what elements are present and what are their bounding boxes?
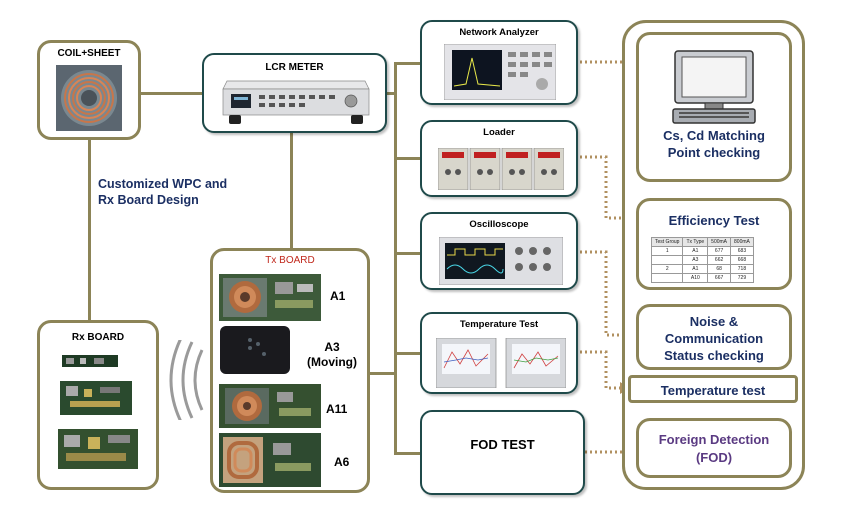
tx-a3-image: [220, 326, 290, 374]
eff-cell: 729: [730, 273, 754, 283]
eff-header-cell: Test Group: [650, 237, 684, 247]
eff-cell: 662: [707, 255, 732, 265]
foreign-detection-label: Foreign Detection (FOD): [639, 431, 789, 467]
cs-cd-line-2: Point checking: [667, 145, 761, 160]
coil-sheet-panel: COIL+SHEET: [37, 40, 141, 140]
eff-cell: 668: [730, 255, 754, 265]
branch-oscilloscope: [394, 252, 420, 255]
table-row: A3 662 668: [650, 255, 754, 265]
lcr-meter-image: [222, 80, 370, 124]
loader-image: [438, 148, 564, 190]
eff-cell: [650, 255, 684, 265]
cs-cd-line-1: Cs, Cd Matching: [663, 128, 765, 143]
rx-board-image-2: [60, 381, 132, 415]
rx-board-image-3: [58, 429, 138, 469]
eff-cell: 667: [707, 273, 732, 283]
rx-board-title: Rx BOARD: [71, 332, 125, 343]
eff-cell: A1: [682, 246, 709, 256]
eff-header-cell: 500mA: [707, 237, 732, 247]
cs-cd-label: Cs, Cd Matching Point checking: [639, 127, 789, 161]
foreign-detection-panel: Foreign Detection (FOD): [636, 418, 792, 478]
connector-lcr-tx: [290, 132, 293, 252]
table-row: A10 667 729: [650, 273, 754, 283]
connector-lcr-bus: [385, 92, 396, 95]
table-row: 1 A1 677 683: [650, 246, 754, 256]
eff-cell: 677: [707, 246, 732, 256]
eff-header-cell: Tx Type: [682, 237, 709, 247]
arrow-oscilloscope-to-noise: [580, 250, 630, 337]
foreign-detection-line-1: Foreign Detection: [658, 432, 770, 447]
wireless-waves-icon: [169, 340, 204, 420]
tx-a3-label: A3 (Moving): [300, 340, 364, 370]
eff-cell: 2: [650, 264, 684, 274]
tx-a1-label: A1: [330, 289, 346, 303]
fod-test-panel: FOD TEST: [420, 410, 585, 495]
tx-a11-label: A11: [326, 402, 348, 416]
connector-tx-bus: [370, 372, 396, 375]
temperature-result-label: Temperature test: [660, 383, 766, 398]
eff-cell: 1: [650, 246, 684, 256]
lcr-meter-panel: LCR METER: [202, 53, 387, 133]
arrow-temperature-to-temp: [580, 350, 620, 390]
eff-header-cell: 800mA: [730, 237, 754, 247]
tx-a3-moving: (Moving): [307, 355, 357, 369]
temperature-test-panel: Temperature Test: [420, 312, 578, 394]
noise-communication-panel: Noise & Communication Status checking: [636, 304, 792, 370]
customized-line-1: Customized WPC and: [98, 177, 228, 191]
tx-a6-image: [219, 433, 321, 487]
oscilloscope-title: Oscilloscope: [469, 219, 529, 230]
tx-a6-label: A6: [334, 455, 350, 469]
temperature-recorder-image: [436, 338, 566, 388]
fod-test-title: FOD TEST: [470, 437, 535, 452]
coil-sheet-title: COIL+SHEET: [57, 48, 121, 59]
tx-a11-image: [219, 384, 321, 428]
eff-cell: A10: [682, 273, 709, 283]
customized-line-2: Rx Board Design: [98, 193, 199, 207]
network-analyzer-panel: Network Analyzer: [420, 20, 578, 105]
eff-cell: 718: [730, 264, 754, 274]
eff-cell: A1: [682, 264, 709, 274]
computer-icon: [672, 50, 756, 124]
instrument-bus-vertical: [394, 62, 397, 454]
efficiency-table: Test Group Tx Type 500mA 800mA 1 A1 677 …: [650, 237, 754, 283]
table-row: 2 A1 68 718: [650, 264, 754, 274]
lcr-meter-title: LCR METER: [265, 62, 324, 73]
tx-a1-image: [219, 274, 321, 321]
oscilloscope-panel: Oscilloscope: [420, 212, 578, 290]
tx-a3-name: A3: [324, 340, 340, 354]
coil-image: [56, 65, 122, 131]
temperature-result-panel: Temperature test: [628, 375, 798, 403]
rx-board-panel: Rx BOARD: [37, 320, 159, 490]
noise-line-1: Noise &: [689, 314, 739, 329]
network-analyzer-title: Network Analyzer: [459, 27, 539, 38]
tx-board-title: Tx BOARD: [265, 255, 315, 266]
eff-cell: A3: [682, 255, 709, 265]
eff-cell: 683: [730, 246, 754, 256]
cs-cd-matching-panel: Cs, Cd Matching Point checking: [636, 32, 792, 182]
eff-cell: [650, 273, 684, 283]
noise-communication-label: Noise & Communication Status checking: [639, 313, 789, 364]
network-analyzer-image: [444, 44, 556, 100]
efficiency-table-header: Test Group Tx Type 500mA 800mA: [650, 237, 754, 247]
branch-network-analyzer: [394, 62, 420, 65]
efficiency-test-panel: Efficiency Test Test Group Tx Type 500mA…: [636, 198, 792, 290]
foreign-detection-line-2: (FOD): [695, 450, 733, 465]
efficiency-table-wrap: Test Group Tx Type 500mA 800mA 1 A1 677 …: [650, 237, 754, 283]
rx-board-image-1: [62, 355, 118, 367]
branch-loader: [394, 157, 420, 160]
loader-panel: Loader: [420, 120, 578, 197]
connector-coil-rx: [88, 140, 91, 320]
temperature-test-title: Temperature Test: [459, 319, 539, 330]
noise-line-2: Communication: [664, 331, 764, 346]
oscilloscope-image: [439, 237, 563, 285]
loader-title: Loader: [483, 127, 515, 138]
branch-temperature: [394, 352, 420, 355]
customized-design-label: Customized WPC and Rx Board Design: [98, 176, 227, 208]
connector-coil-lcr: [140, 92, 204, 95]
efficiency-test-title: Efficiency Test: [668, 213, 760, 228]
arrow-loader-to-efficiency: [580, 155, 630, 220]
branch-fod: [394, 452, 420, 455]
eff-cell: 68: [707, 264, 732, 274]
noise-line-3: Status checking: [664, 348, 764, 363]
